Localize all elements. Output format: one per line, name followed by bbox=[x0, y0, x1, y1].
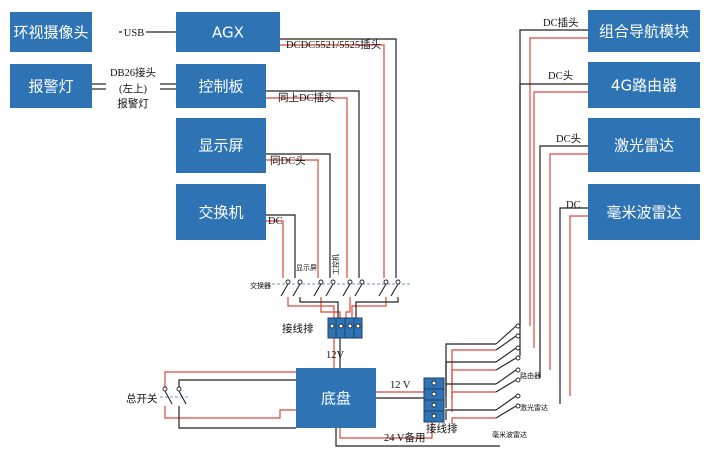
agx-label: AGX bbox=[212, 24, 244, 42]
radar-wire-black bbox=[559, 207, 588, 404]
top-switch-agx[interactable] bbox=[378, 279, 401, 297]
right-terminal-block bbox=[423, 377, 445, 423]
rt-h bbox=[451, 417, 496, 424]
control-wire-red bbox=[266, 97, 348, 278]
nav-module-box: 组合导航模块 bbox=[588, 10, 700, 52]
sw-router-label: 路由器 bbox=[520, 371, 541, 380]
agx-dc-label: DCDC5521/5525插头 bbox=[286, 38, 381, 51]
sw-control-label: 工控机 bbox=[331, 254, 340, 275]
v12-right-label: 12 V bbox=[390, 380, 411, 391]
right-switch-router[interactable] bbox=[495, 345, 521, 371]
right-switch-nav[interactable] bbox=[495, 323, 521, 351]
top-switch-control[interactable] bbox=[342, 279, 365, 297]
agx-box: AGX bbox=[176, 12, 280, 52]
v24-black bbox=[335, 428, 500, 447]
chassis-box: 底盘 bbox=[296, 368, 376, 428]
surround-camera-label: 环视摄像头 bbox=[13, 24, 88, 42]
db26-label-2: (左上) bbox=[119, 82, 147, 95]
switch-wire-black bbox=[266, 214, 296, 278]
radar-dc-label: DC bbox=[566, 200, 581, 211]
sw4-down-b bbox=[355, 297, 399, 318]
alarm-light-box: 报警灯 bbox=[10, 64, 92, 108]
db26-label-1: DB26接头 bbox=[110, 66, 156, 79]
left-terminal-label: 接线排 bbox=[282, 322, 314, 335]
lidar-box: 激光雷达 bbox=[588, 118, 700, 172]
sw1-down bbox=[287, 297, 335, 318]
switch-box: 交换机 bbox=[176, 184, 266, 240]
right-terminal-label: 接线排 bbox=[426, 422, 458, 435]
main-switch-label: 总开关 bbox=[126, 392, 158, 405]
control-dc-label: 同上DC插头 bbox=[278, 91, 335, 104]
surround-camera-box: 环视摄像头 bbox=[10, 12, 92, 52]
lidar-wire-red bbox=[549, 153, 588, 370]
sw2-down bbox=[320, 297, 341, 318]
right-switch-radar[interactable] bbox=[495, 393, 521, 419]
rt-d bbox=[451, 369, 496, 400]
switch-label: 交换机 bbox=[198, 204, 243, 222]
sw4-down bbox=[351, 297, 387, 318]
sw-radar-label: 毫米波雷达 bbox=[492, 430, 527, 439]
mmwave-radar-box: 毫米波雷达 bbox=[588, 184, 700, 240]
sw1-down-b bbox=[299, 297, 339, 318]
main-switch-black-top bbox=[178, 379, 296, 388]
lidar-wire-black bbox=[539, 145, 588, 378]
nav-wire-red bbox=[529, 37, 588, 326]
rt-f bbox=[451, 391, 496, 412]
chassis-label: 底盘 bbox=[321, 390, 351, 408]
lidar-dc-label: DC头 bbox=[556, 133, 581, 145]
main-switch-red-top bbox=[164, 371, 296, 388]
sw-lidar-label: 激光雷达 bbox=[520, 403, 548, 412]
router-dc-label: DC头 bbox=[548, 70, 573, 82]
agx-wire-red bbox=[280, 44, 385, 278]
top-switch-switch[interactable] bbox=[280, 279, 303, 297]
v24-label: 24 V备用 bbox=[384, 431, 426, 444]
switch-dc-label: DC bbox=[268, 216, 283, 227]
display-wire-red bbox=[266, 159, 319, 278]
router-wire-red bbox=[533, 91, 588, 348]
switch-wire-red bbox=[266, 220, 284, 278]
control-board-label: 控制板 bbox=[198, 78, 243, 96]
v24-red bbox=[339, 421, 433, 439]
display-dc-label: 同DC头 bbox=[270, 155, 306, 167]
right-switch-lidar[interactable] bbox=[495, 367, 521, 393]
control-wire-black bbox=[266, 90, 360, 278]
router-4g-label: 4G路由器 bbox=[611, 77, 677, 95]
main-switch[interactable] bbox=[160, 386, 188, 405]
top-switch-display[interactable] bbox=[313, 279, 336, 297]
display-label: 显示屏 bbox=[198, 137, 243, 155]
control-board-box: 控制板 bbox=[176, 64, 266, 108]
display-box: 显示屏 bbox=[176, 118, 266, 173]
nav-module-label: 组合导航模块 bbox=[599, 23, 689, 41]
db26-label-3: 报警灯 bbox=[117, 97, 149, 110]
alarm-light-label: 报警灯 bbox=[28, 78, 73, 96]
main-switch-red-bot bbox=[164, 406, 296, 419]
rt-e bbox=[445, 383, 496, 408]
mmwave-radar-label: 毫米波雷达 bbox=[606, 204, 681, 222]
router-4g-box: 4G路由器 bbox=[588, 62, 700, 108]
rt-c bbox=[445, 361, 496, 396]
usb-label: USB bbox=[124, 28, 144, 39]
sw-switch-label: 交换器 bbox=[250, 281, 271, 290]
main-switch-black-bot bbox=[178, 406, 296, 429]
v12-left-label: 12V bbox=[326, 350, 345, 361]
sw-display-label: 显示屏 bbox=[296, 264, 317, 272]
agx-wire-black bbox=[280, 38, 397, 278]
left-terminal-block bbox=[327, 317, 363, 339]
display-wire-black bbox=[266, 153, 331, 278]
radar-wire-red bbox=[569, 215, 588, 396]
rt-b bbox=[451, 349, 496, 388]
rt-g bbox=[445, 409, 496, 420]
router-wire-black bbox=[519, 83, 588, 356]
nav-dc-label: DC插头 bbox=[543, 16, 579, 29]
lidar-label: 激光雷达 bbox=[614, 137, 674, 155]
sw3-down bbox=[345, 297, 351, 318]
